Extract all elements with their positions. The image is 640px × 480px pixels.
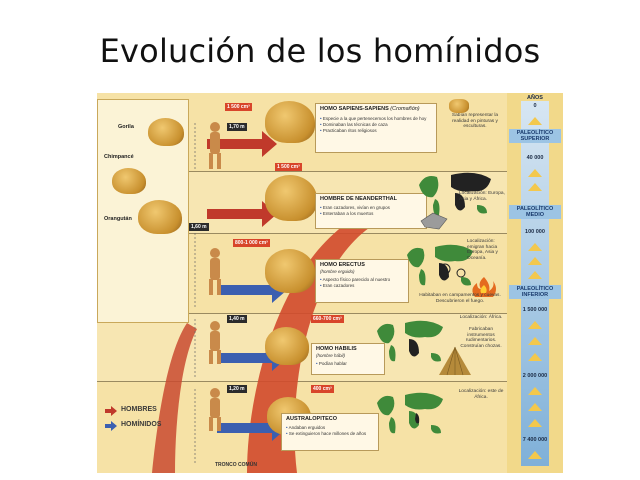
divider <box>97 233 507 234</box>
evolution-panel: Gorila Chimpancé Orangután 1 500 cm³ 1,7… <box>97 93 563 473</box>
legend-hombres: HOMBRES <box>121 406 157 413</box>
bullets-neanderthal: Eran cazadores, vivían en gruposEnterrab… <box>320 205 390 217</box>
sub-erectus: (hombre erguido) <box>320 269 355 274</box>
loc-habilis: Localización: África. <box>459 315 503 320</box>
slide-title: Evolución de los homínidos <box>99 32 541 70</box>
name-erectus: HOMO ERECTUS <box>320 262 365 268</box>
hut-icon <box>439 346 471 376</box>
divider <box>97 381 507 382</box>
note-sapiens: Sabían representar la realidad en pintur… <box>451 113 499 129</box>
cc-australopiteco: 400 cm³ <box>311 385 334 393</box>
scale-zero: 0 <box>533 103 537 109</box>
apes-box: Gorila Chimpancé Orangután <box>97 99 189 323</box>
label-chimpance: Chimpancé <box>104 154 134 160</box>
up-arrow-icon <box>528 257 542 265</box>
height-erectus: 1,60 m <box>189 223 209 231</box>
erectus-skull-icon <box>265 249 315 293</box>
loc-neanderthal: Localización: Europa, Asia y África. <box>459 191 505 202</box>
up-arrow-icon <box>528 419 542 427</box>
name-habilis: HOMO HABILIS <box>316 346 357 352</box>
period-superior: PALEOLÍTICO SUPERIOR <box>509 129 561 143</box>
up-arrow-icon <box>528 403 542 411</box>
scale-header: AÑOS <box>527 95 543 101</box>
name-neanderthal: HOMBRE DE NEANDERTHAL <box>320 196 397 202</box>
caption-neanderthal: HOMBRE DE NEANDERTHAL Eran cazadores, vi… <box>315 193 427 229</box>
bullets-habilis: Podían hablar <box>316 361 347 367</box>
height-sapiens: 1,70 m <box>227 123 247 131</box>
stone-tool-icon <box>420 212 448 230</box>
note-erectus: Habitaban en campamentos y cuevas. Descu… <box>419 293 501 304</box>
tick-0: 40 000 <box>526 155 544 161</box>
habilis-skull-icon <box>265 327 309 365</box>
orangutan-skull-icon <box>138 200 182 234</box>
hominidos-arrow-icon <box>105 421 117 431</box>
caption-sapiens: HOMO SAPIENS-SAPIENS (Cromañón) Especie … <box>315 103 437 153</box>
hombres-arrow-icon <box>105 406 117 416</box>
cc-sapiens: 1 500 cm³ <box>225 103 252 111</box>
bullets-sapiens: Especie a la que pertenecemos los hombre… <box>320 116 427 134</box>
tick-2: 1 500 000 <box>522 307 548 313</box>
bullets-australopiteco: Andaban erguidosSe extinguieron hace mil… <box>286 425 367 437</box>
label-orangutan: Orangután <box>104 216 132 222</box>
venus-figure-icon <box>449 99 469 113</box>
neanderthal-skull-icon <box>265 175 317 221</box>
cc-habilis: 660-700 cm³ <box>311 315 344 323</box>
sub-habilis: (hombre hábil) <box>316 353 346 358</box>
cc-erectus: 800-1 000 cm³ <box>233 239 270 247</box>
name-sapiens: HOMO SAPIENS-SAPIENS (Cromañón) <box>320 106 420 112</box>
world-map-australopiteco <box>377 392 443 434</box>
up-arrow-icon <box>528 451 542 459</box>
name-australopiteco: AUSTRALOPITECO <box>286 416 338 422</box>
up-arrow-icon <box>528 183 542 191</box>
bullets-erectus: Aspecto físico parecido al nuestroEran c… <box>320 277 391 289</box>
sapiens-skull-icon <box>265 101 315 143</box>
up-arrow-icon <box>528 117 542 125</box>
cc-neanderthal: 1 500 cm³ <box>275 163 302 171</box>
period-medio: PALEOLÍTICO MEDIO <box>509 205 561 219</box>
divider <box>97 171 507 172</box>
time-scale: AÑOS 0 PALEOLÍTICO SUPERIOR 40 000 PALEO… <box>507 93 563 473</box>
loc-erectus: Localización: emigran hacia Europa, Asia… <box>467 239 498 261</box>
caption-erectus: HOMO ERECTUS (hombre erguido) Aspecto fí… <box>315 259 409 303</box>
up-arrow-icon <box>528 387 542 395</box>
gorilla-skull-icon <box>148 118 184 146</box>
up-arrow-icon <box>528 271 542 279</box>
up-arrow-icon <box>528 353 542 361</box>
period-inferior: PALEOLÍTICO INFERIOR <box>509 285 561 299</box>
loc-australopiteco: Localización: este de África. <box>458 389 504 400</box>
up-arrow-icon <box>528 321 542 329</box>
height-australopiteco: 1,20 m <box>227 385 247 393</box>
world-map-erectus <box>407 244 473 286</box>
chimp-skull-icon <box>112 168 146 194</box>
world-map-neanderthal <box>419 172 491 216</box>
tick-4: 7 400 000 <box>522 437 548 443</box>
caption-australopiteco: AUSTRALOPITECO Andaban erguidosSe exting… <box>281 413 379 451</box>
fire-icon <box>472 277 496 297</box>
up-arrow-icon <box>528 169 542 177</box>
footer-tronco-comun: TRONCO COMÚN <box>215 462 257 468</box>
legend-hominidos: HOMÍNIDOS <box>121 421 162 428</box>
up-arrow-icon <box>528 243 542 251</box>
up-arrow-icon <box>528 337 542 345</box>
tick-1: 100 000 <box>525 229 545 235</box>
height-habilis: 1,40 m <box>227 315 247 323</box>
world-map-habilis <box>377 320 443 362</box>
caption-habilis: HOMO HABILIS (hombre hábil) Podían habla… <box>311 343 385 375</box>
label-gorila: Gorila <box>118 124 134 130</box>
note-habilis: Fabricaban instrumentos rudimentarios. C… <box>460 327 502 349</box>
tick-3: 2 000 000 <box>522 373 548 379</box>
